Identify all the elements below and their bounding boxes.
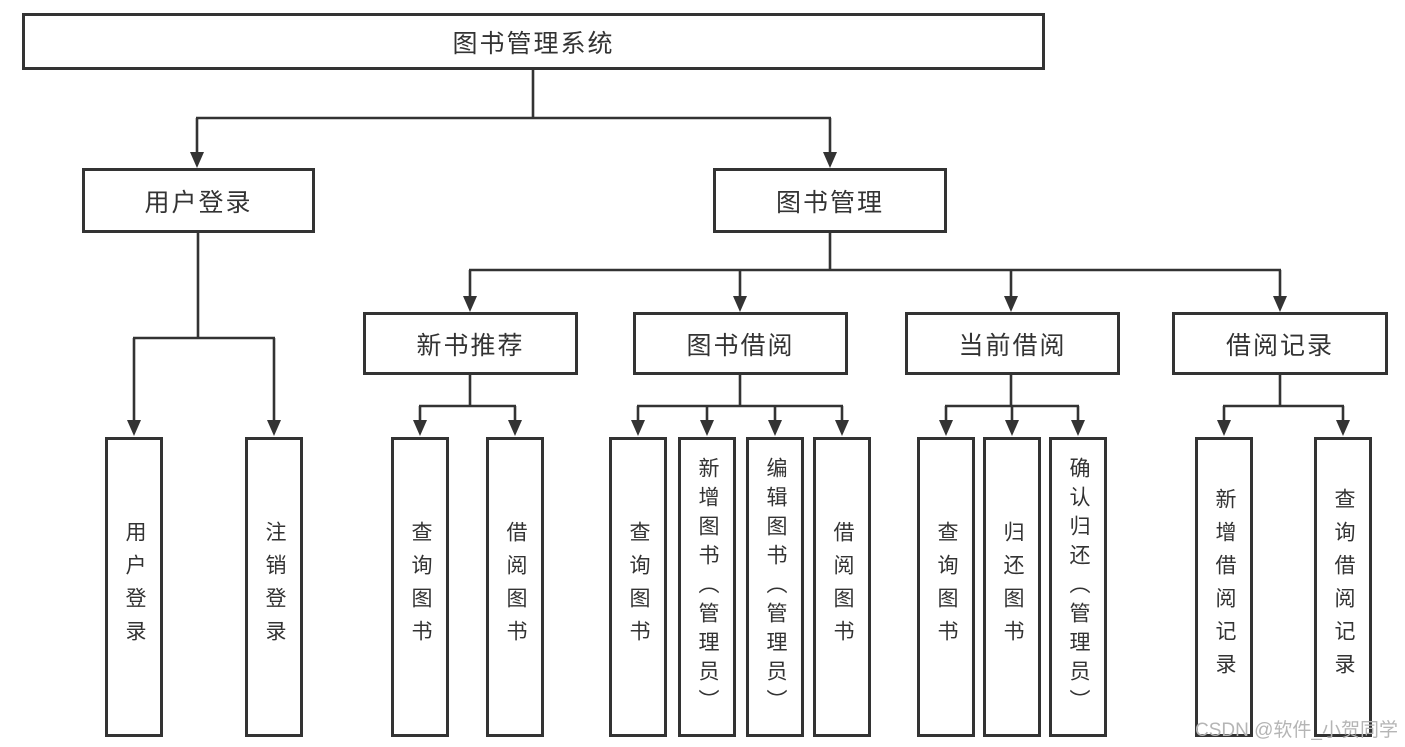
leaf-label: 归还图书 [1001,521,1024,653]
node-new-book-recommendation: 新书推荐 [363,312,578,375]
leaf-logout: 注销登录 [245,437,303,737]
node-book-management: 图书管理 [713,168,947,233]
node-book-borrowing: 图书借阅 [633,312,848,375]
leaf-label: 查询图书 [935,521,958,653]
leaf-label: 查询借阅记录 [1332,488,1355,686]
node-label: 图书借阅 [686,331,795,360]
leaf-br-query-record: 查询借阅记录 [1314,437,1372,737]
node-label: 图书管理系统 [452,29,615,58]
node-current-borrowing: 当前借阅 [905,312,1120,375]
leaf-label: 新增借阅记录 [1213,488,1236,686]
node-label: 图书管理 [775,188,884,217]
leaf-label: 借阅图书 [504,521,527,653]
leaf-label: 新增图书（管理员） [696,456,719,718]
leaf-bb-query-books: 查询图书 [609,437,667,737]
leaf-label: 查询图书 [627,521,650,653]
leaf-bb-add-books-admin: 新增图书（管理员） [678,437,736,737]
leaf-label: 查询图书 [409,521,432,653]
node-label: 借阅记录 [1225,331,1334,360]
leaf-bb-borrow-books: 借阅图书 [813,437,871,737]
arrowheads [127,152,1350,436]
leaf-br-add-record: 新增借阅记录 [1195,437,1253,737]
node-label: 当前借阅 [958,331,1067,360]
leaf-user-login: 用户登录 [105,437,163,737]
leaf-cb-query-books: 查询图书 [917,437,975,737]
leaf-label: 注销登录 [263,521,286,653]
csdn-watermark: CSDN @软件_小贺同学 [1195,720,1398,741]
leaf-cb-confirm-return-admin: 确认归还（管理员） [1049,437,1107,737]
node-label: 新书推荐 [416,331,525,360]
leaf-label: 编辑图书（管理员） [764,456,787,718]
leaf-label: 确认归还（管理员） [1067,456,1090,718]
leaf-label: 用户登录 [123,521,146,653]
node-user-login: 用户登录 [82,168,315,233]
node-borrowing-records: 借阅记录 [1172,312,1388,375]
leaf-bb-edit-books-admin: 编辑图书（管理员） [746,437,804,737]
leaf-label: 借阅图书 [831,521,854,653]
leaf-nb-borrow-books: 借阅图书 [486,437,544,737]
node-root: 图书管理系统 [22,13,1045,70]
leaf-nb-query-books: 查询图书 [391,437,449,737]
leaf-cb-return-books: 归还图书 [983,437,1041,737]
node-label: 用户登录 [144,188,253,217]
